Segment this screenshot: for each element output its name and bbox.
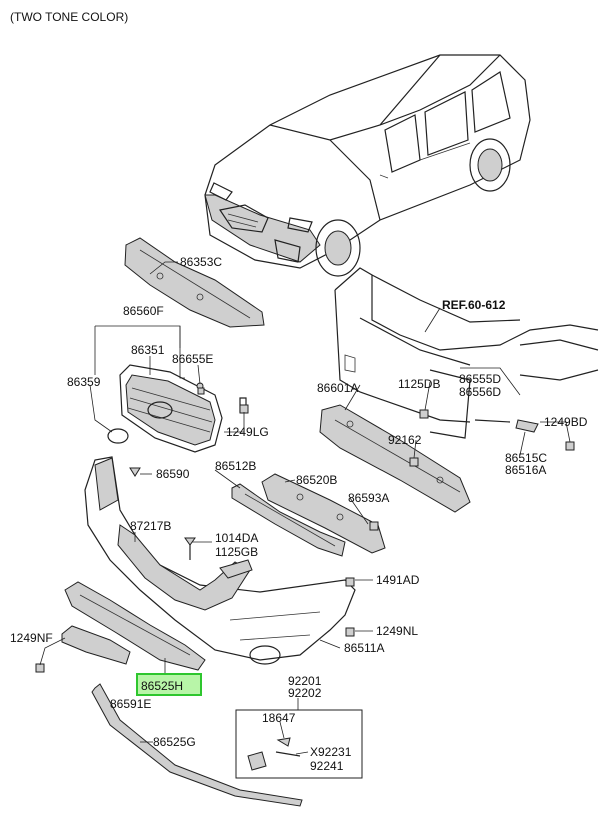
label-86593a: 86593A xyxy=(348,491,389,505)
part-energy-absorber xyxy=(231,483,346,557)
diagram-header-note: (TWO TONE COLOR) xyxy=(10,10,128,24)
label-ref-60-612: REF.60-612 xyxy=(442,298,506,312)
label-86515c: 86515C xyxy=(505,451,547,465)
label-86555d: 86555D xyxy=(459,372,501,386)
fasteners xyxy=(35,387,575,673)
label-92162: 92162 xyxy=(388,433,422,447)
label-86560f: 86560F xyxy=(123,304,164,318)
label-x92231: X92231 xyxy=(310,745,352,759)
detail-box-bracket xyxy=(235,709,363,779)
label-87217b: 87217B xyxy=(130,519,171,533)
label-86359: 86359 xyxy=(67,375,101,389)
label-86591e: 86591E xyxy=(110,697,151,711)
label-1014da: 1014DA xyxy=(215,531,258,545)
label-86601a: 86601A xyxy=(317,381,358,395)
label-18647: 18647 xyxy=(262,711,296,725)
part-labels: 86353C 86560F 86351 86655E 86359 1249LG … xyxy=(10,255,588,773)
label-86353c: 86353C xyxy=(180,255,222,269)
part-upper-cover xyxy=(124,237,265,328)
label-92202: 92202 xyxy=(288,686,322,700)
label-1125db: 1125DB xyxy=(398,377,440,391)
label-92241: 92241 xyxy=(310,759,344,773)
highlight-selected-part xyxy=(136,673,202,696)
label-1125gb: 1125GB xyxy=(215,545,258,559)
vehicle-illustration xyxy=(204,54,531,277)
label-86516a: 86516A xyxy=(505,463,546,477)
label-86655e: 86655E xyxy=(172,352,213,366)
part-front-bumper-cover xyxy=(84,456,356,665)
part-bumper-beam xyxy=(261,473,386,554)
label-86520b: 86520B xyxy=(296,473,337,487)
label-1249lg: 1249LG xyxy=(226,425,269,439)
part-lower-molding xyxy=(61,625,131,665)
part-lower-grille xyxy=(64,581,206,671)
label-1249bd: 1249BD xyxy=(544,415,588,429)
label-86556d: 86556D xyxy=(459,385,501,399)
part-front-beam-assembly xyxy=(319,404,471,513)
label-86525g: 86525G xyxy=(153,735,196,749)
label-92201: 92201 xyxy=(288,674,322,688)
label-86525h[interactable]: 86525H xyxy=(141,679,183,693)
part-lip-strip xyxy=(91,683,303,807)
label-1491ad: 1491AD xyxy=(376,573,420,587)
label-1249nf: 1249NF xyxy=(10,631,53,645)
label-1249nl: 1249NL xyxy=(376,624,418,638)
label-86511a: 86511A xyxy=(344,641,384,655)
part-front-end-module xyxy=(334,267,599,439)
label-86512b: 86512B xyxy=(215,459,256,473)
leader-lines xyxy=(39,261,571,755)
label-86590: 86590 xyxy=(156,467,190,481)
label-86351: 86351 xyxy=(131,343,165,357)
